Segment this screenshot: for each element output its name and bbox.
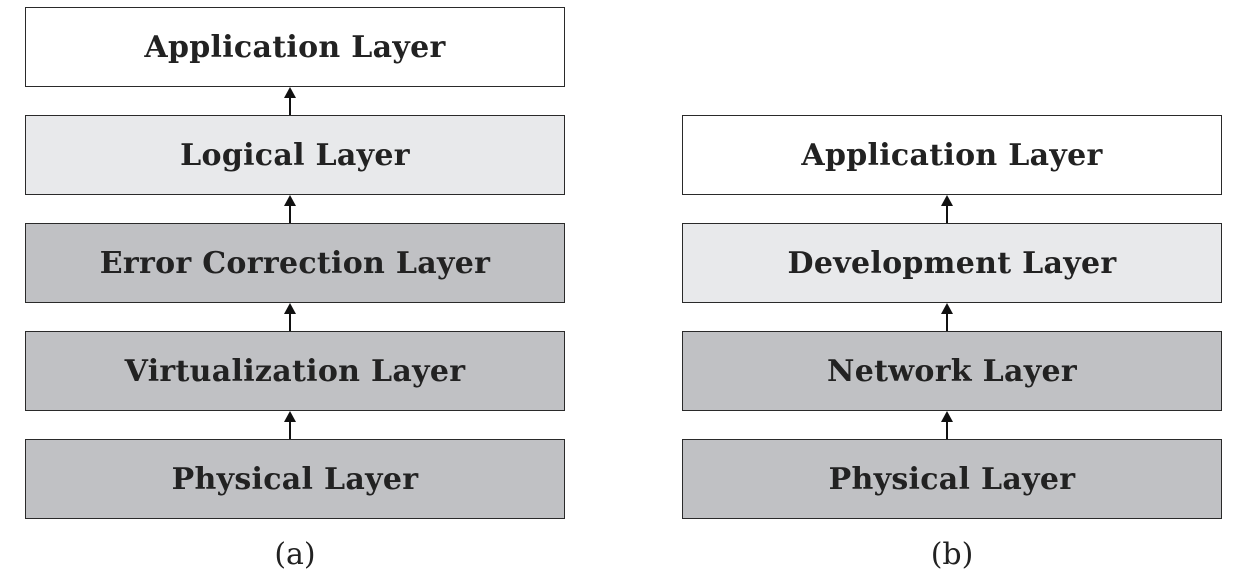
arrow-up-icon [284, 411, 296, 439]
layer-label: Error Correction Layer [99, 245, 491, 281]
layer-label: Application Layer [801, 137, 1103, 173]
layer-label: Network Layer [827, 353, 1077, 389]
layer-a-physical: Physical Layer [25, 439, 565, 519]
arrow-up-icon [284, 303, 296, 331]
layer-b-development: Development Layer [682, 223, 1222, 303]
layer-a-logical: Logical Layer [25, 115, 565, 195]
layer-label: Virtualization Layer [124, 353, 466, 389]
arrow-up-icon [284, 87, 296, 115]
layer-b-network: Network Layer [682, 331, 1222, 411]
layer-label: Logical Layer [180, 137, 410, 173]
layer-b-application: Application Layer [682, 115, 1222, 195]
layer-label: Physical Layer [828, 461, 1076, 497]
layer-label: Application Layer [144, 29, 446, 65]
caption-a: (a) [274, 537, 316, 572]
layer-b-physical: Physical Layer [682, 439, 1222, 519]
layer-label: Physical Layer [171, 461, 419, 497]
arrow-up-icon [284, 195, 296, 223]
arrow-up-icon [941, 195, 953, 223]
layer-a-virtualization: Virtualization Layer [25, 331, 565, 411]
caption-b: (b) [930, 537, 974, 572]
arrow-up-icon [941, 411, 953, 439]
layer-label: Development Layer [787, 245, 1117, 281]
arrow-up-icon [941, 303, 953, 331]
layer-a-error-correction: Error Correction Layer [25, 223, 565, 303]
layer-a-application: Application Layer [25, 7, 565, 87]
